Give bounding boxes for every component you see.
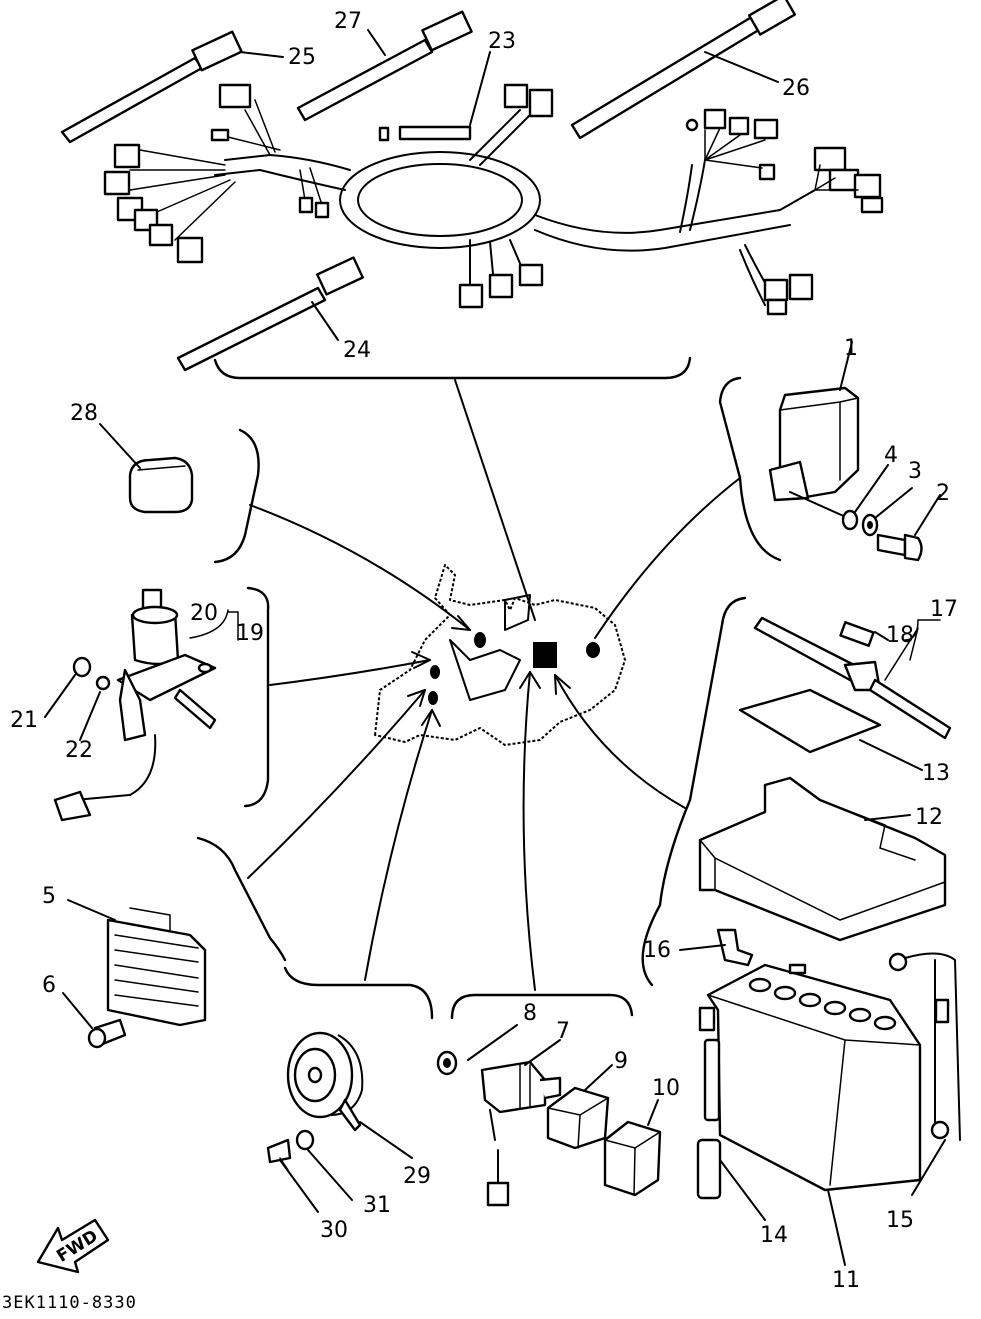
part-7-switch: [480, 1060, 562, 1207]
part-14-breather: [696, 1038, 722, 1200]
callout-3: 3: [908, 459, 922, 484]
callout-2: 2: [936, 481, 950, 506]
callout-31: 31: [363, 1193, 391, 1218]
frame-location: [374, 564, 626, 746]
drawing-code: 3EK1110-8330: [2, 1293, 137, 1313]
part-28-cap: [128, 456, 194, 514]
callout-21: 21: [10, 708, 38, 733]
callout-19: 19: [236, 621, 264, 646]
part-11-battery: [698, 963, 922, 1192]
callout-25: 25: [288, 45, 316, 70]
callout-10: 10: [652, 1076, 680, 1101]
cable-tie-27: [296, 10, 473, 122]
part-13-sheet: [738, 688, 882, 754]
part-9-relay: [546, 1086, 610, 1150]
callout-13: 13: [922, 761, 950, 786]
callout-14: 14: [760, 1223, 788, 1248]
callout-28: 28: [70, 401, 98, 426]
callout-4: 4: [884, 443, 898, 468]
cable-tie-26: [570, 0, 797, 140]
callout-6: 6: [42, 973, 56, 998]
callout-24: 24: [343, 338, 371, 363]
callout-18: 18: [886, 623, 914, 648]
callout-11: 11: [832, 1268, 860, 1293]
part-1-unit: [768, 386, 860, 519]
callout-5: 5: [42, 884, 56, 909]
callout-30: 30: [320, 1218, 348, 1243]
callout-27: 27: [334, 9, 362, 34]
callout-15: 15: [886, 1208, 914, 1233]
callout-17: 17: [930, 597, 958, 622]
part-5-rectifier: [106, 907, 207, 1027]
callout-8: 8: [523, 1001, 537, 1026]
part-12-cover: [698, 776, 947, 942]
main-switch: [53, 588, 217, 822]
harness-bracket: [213, 356, 692, 380]
part-16-bracket: [716, 928, 754, 967]
callout-12: 12: [915, 805, 943, 830]
callout-26: 26: [782, 76, 810, 101]
fwd-arrow-icon: [36, 1218, 110, 1274]
callout-9: 9: [614, 1049, 628, 1074]
part-17-fuse-holder: [753, 616, 952, 740]
cable-tie-24: [176, 256, 364, 372]
callout-16: 16: [643, 938, 671, 963]
wire-harness: [103, 83, 884, 316]
part-15-cable: [888, 952, 961, 1141]
callout-23: 23: [488, 29, 516, 54]
part-10-relay: [603, 1120, 662, 1197]
callout-29: 29: [403, 1164, 431, 1189]
part-2-bolt: [876, 533, 923, 562]
part-29-horn: [286, 1031, 364, 1132]
callout-1: 1: [844, 336, 858, 361]
cable-tie-25: [60, 30, 243, 144]
callout-22: 22: [65, 738, 93, 763]
callout-20: 20: [190, 601, 218, 626]
part-30-bolt: [266, 1138, 292, 1171]
callout-7: 7: [556, 1019, 570, 1044]
part-6-bolt: [87, 1018, 127, 1049]
